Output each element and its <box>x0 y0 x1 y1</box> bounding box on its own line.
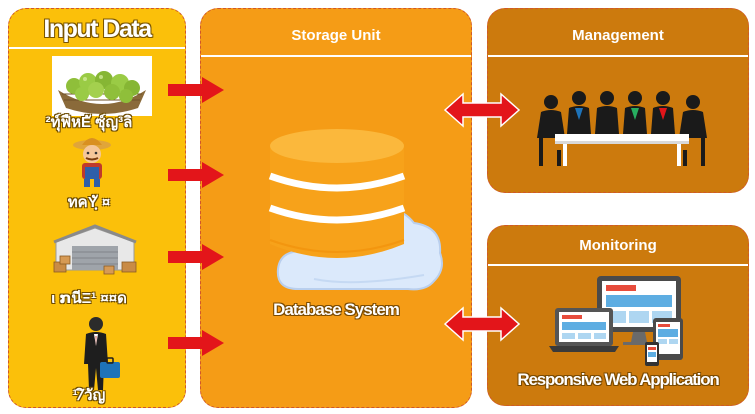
businessman-with-suitcase-icon <box>84 317 120 390</box>
input-data-title: Input Data <box>43 15 152 43</box>
responsive-devices-icon <box>549 276 683 366</box>
input-item-label-3: ι ກนีΞ¹ ¤¤ด <box>51 290 127 307</box>
input-item-label-1: ²ทุ์ฟืหEั ซุ์ญ³ลิ <box>45 114 133 131</box>
basket-of-fruit-icon <box>52 56 152 116</box>
input-item-label-2: ทคYัฺ ¤ <box>67 194 111 211</box>
management-panel: Management <box>487 8 749 193</box>
input-arrow-2 <box>168 162 224 188</box>
input-item-label-4: ¹⁄ิวัญ <box>72 387 106 404</box>
farmer-icon <box>73 138 111 187</box>
monitoring-title-divider <box>488 264 748 266</box>
input-arrow-4 <box>168 330 224 356</box>
warehouse-icon <box>53 224 137 275</box>
database-system-label: Database System <box>273 300 400 319</box>
monitoring-double-arrow <box>443 306 521 342</box>
storage-unit-title: Storage Unit <box>291 27 381 44</box>
responsive-web-application-label: Responsive Web Application <box>517 370 719 389</box>
management-double-arrow <box>443 92 521 128</box>
management-title: Management <box>572 27 664 44</box>
database-icon <box>268 129 406 258</box>
input-title-divider <box>9 47 185 49</box>
input-arrow-3 <box>168 244 224 270</box>
management-title-divider <box>488 55 748 57</box>
meeting-team-icon <box>537 91 707 166</box>
input-arrow-1 <box>168 77 224 103</box>
storage-title-divider <box>201 55 471 57</box>
monitoring-title: Monitoring <box>579 237 657 254</box>
